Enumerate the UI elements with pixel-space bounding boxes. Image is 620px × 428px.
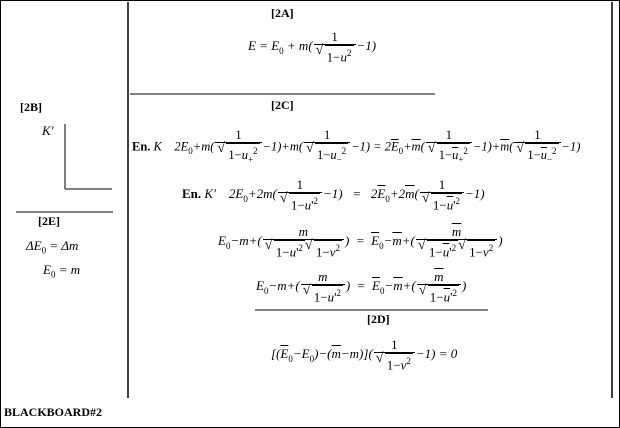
frame-label: K' [42, 123, 54, 138]
equation-2c-row4: E0−m+(m1−u'2) = E0−m+(m1−u'2) [256, 270, 466, 305]
label-2c: [2C] [271, 98, 294, 112]
equation-2c-row2: En. K' 2E0+2m(11−u'2−1) = 2E0+2m(11−u'2−… [182, 178, 485, 213]
label-2a: [2A] [271, 6, 294, 20]
label-2d: [2D] [367, 312, 390, 326]
equation-2d: [(E0−E0)−(m−m)](11−v2−1) = 0 [271, 338, 457, 373]
footer-label: BLACKBOARD#2 [4, 405, 103, 419]
equation-2a: E = E0 + m(11−u2−1) [248, 30, 376, 65]
equation-2e-delta: ΔE0 = Δm [26, 238, 79, 256]
equation-2c-row3: E0−m+(m1−u'21−v2) = E0−m+(m1−u'21−v2) [218, 225, 503, 260]
label-2b: [2B] [20, 100, 42, 114]
label-2e: [2E] [38, 214, 60, 228]
equation-2c-row1: En. K 2E0+m(11−u+2−1)+m(11−u−2−1) = 2E0+… [132, 128, 580, 168]
equation-2e-rest: E0 = m [43, 262, 81, 280]
